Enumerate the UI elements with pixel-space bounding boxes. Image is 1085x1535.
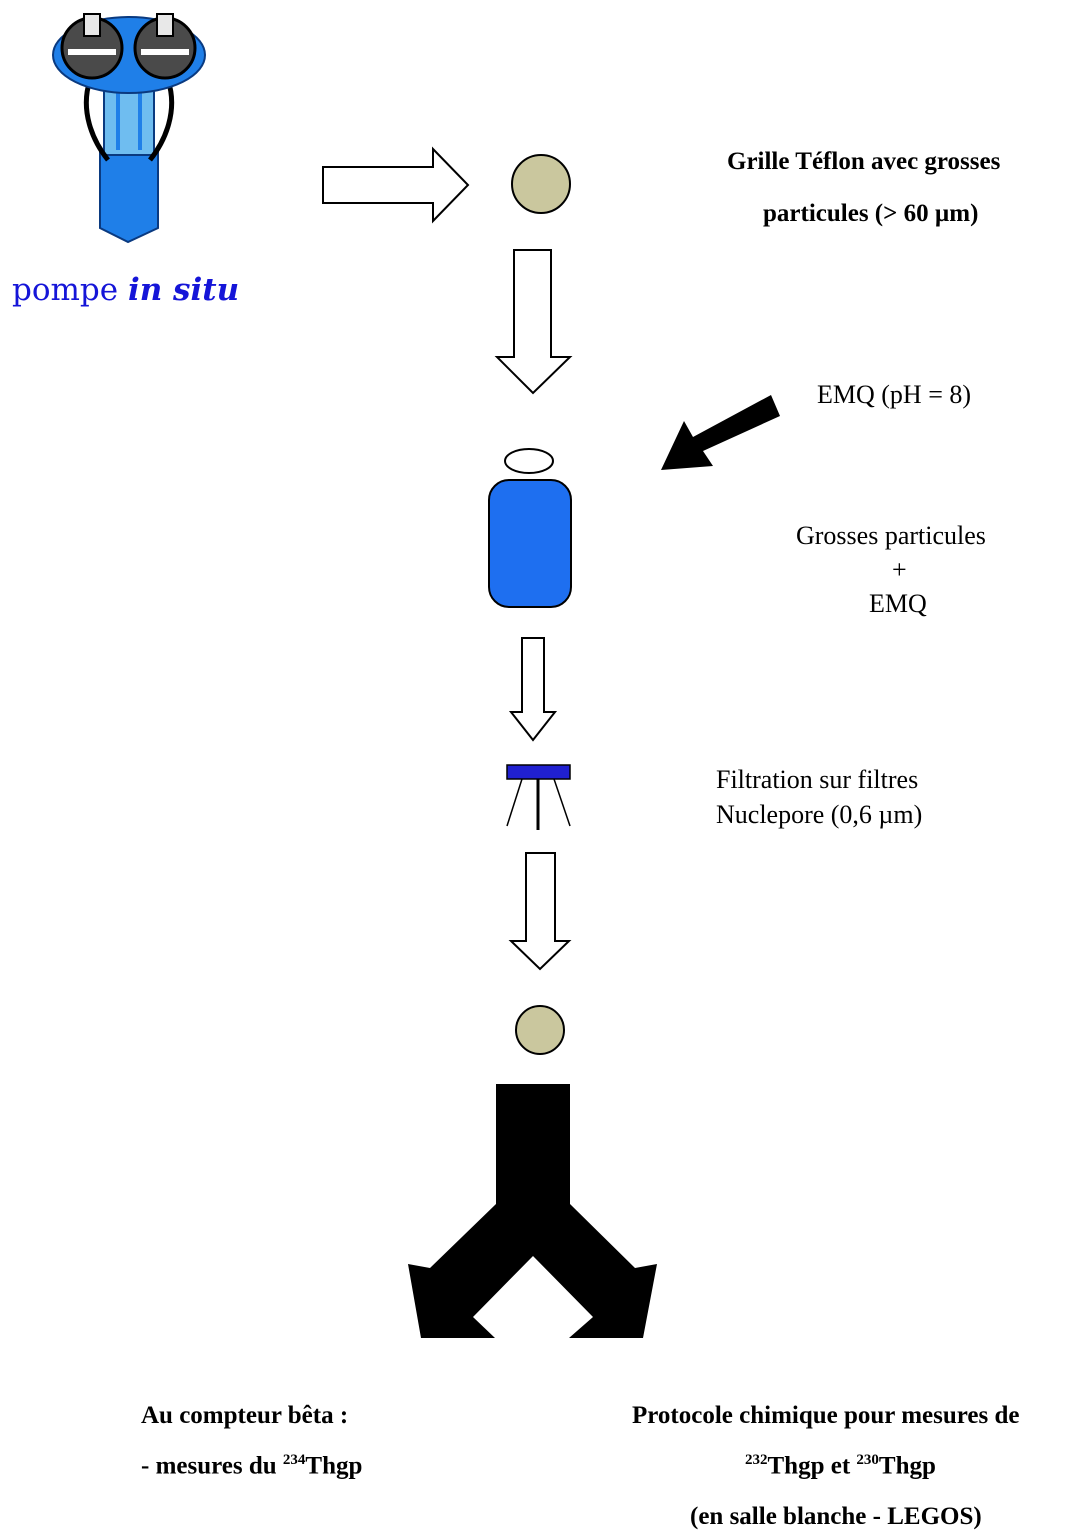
th232-isotope: 232: [745, 1452, 768, 1468]
pump-label-word: pompe: [12, 272, 119, 308]
th234-isotope: 234: [282, 1452, 306, 1468]
pump-icon: [52, 13, 206, 244]
th234-measure-label: - mesures du 234Thgp: [141, 1452, 362, 1480]
teflon-grid-label-line1: Grille Téflon avec grosses: [727, 148, 1001, 175]
filter-icon: [506, 764, 571, 830]
arrow-down-icon-1: [494, 249, 573, 395]
mix-label-line2: +: [892, 555, 907, 584]
filtration-label-line2: Nuclepore (0,6 µm): [716, 800, 923, 829]
pump-label-italic: in situ: [127, 272, 240, 308]
filtration-label-line1: Filtration sur filtres: [716, 765, 919, 794]
th234-name: Thgp: [305, 1452, 363, 1480]
beta-counter-label: Au compteur bêta :: [141, 1402, 349, 1429]
mix-label-line3: EMQ: [869, 589, 927, 618]
chemical-protocol-label: Protocole chimique pour mesures de: [632, 1402, 1020, 1429]
arrow-right-icon: [322, 146, 470, 224]
th230-name: Thgp: [878, 1452, 936, 1480]
split-arrow-icon: [408, 1084, 657, 1338]
th230-isotope: 230: [856, 1452, 879, 1468]
teflon-grid-label-line2: particules (> 60 µm): [763, 200, 979, 227]
pump-label: pompe in situ: [12, 272, 239, 308]
arrow-diagonal-icon: [661, 395, 780, 470]
arrow-down-icon-3: [508, 852, 572, 971]
bottle-icon: [488, 448, 572, 608]
particle-disc-bottom: [515, 1005, 565, 1055]
th232-name: Thgp et: [767, 1452, 857, 1480]
th232-th230-label: 232Thgp et 230Thgp: [745, 1452, 936, 1480]
th234-prefix: - mesures du: [141, 1452, 283, 1480]
arrow-down-icon-2: [508, 637, 558, 742]
particle-disc-top: [511, 154, 571, 214]
reagent-label: EMQ (pH = 8): [817, 380, 972, 409]
clean-room-label: (en salle blanche - LEGOS): [690, 1503, 982, 1530]
mix-label-line1: Grosses particules: [796, 521, 986, 550]
